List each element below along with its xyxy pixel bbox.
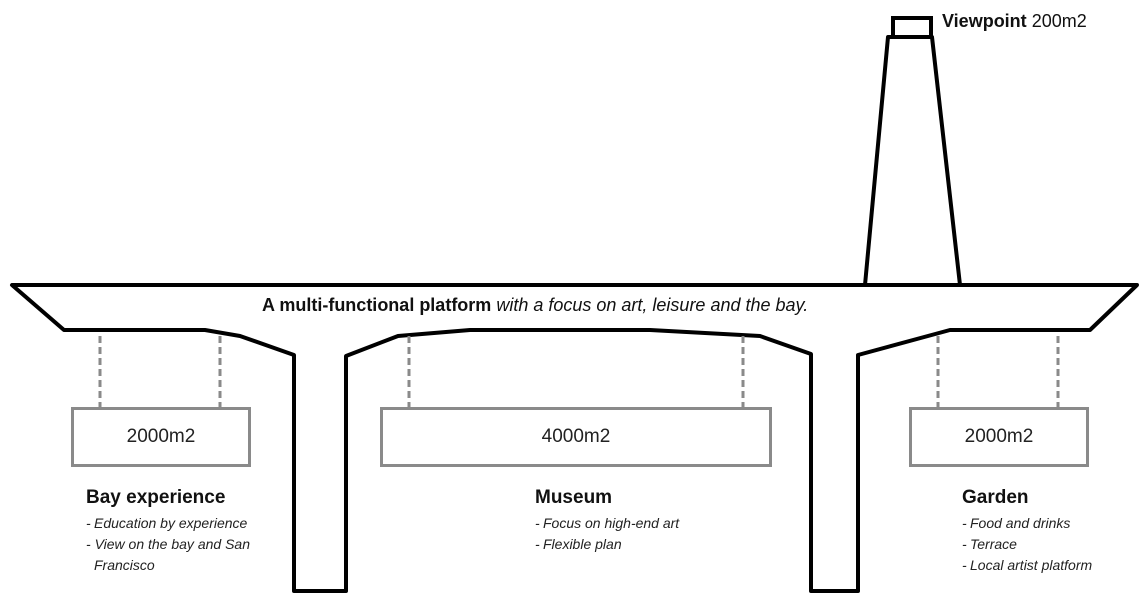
list-item: -Local artist platform (962, 557, 1093, 573)
list-item: -Terrace (962, 536, 1017, 552)
platform-title: A multi-functional platform with a focus… (262, 295, 808, 316)
platform-title-italic: with a focus on art, leisure and the bay… (496, 295, 809, 315)
list-item: -Flexible plan (535, 536, 622, 552)
garden-area-box: 2000m2 (909, 407, 1089, 467)
museum-area-box: 4000m2 (380, 407, 772, 467)
list-item: -Focus on high-end art (535, 515, 680, 531)
museum-area: 4000m2 (541, 426, 611, 447)
viewpoint-area: 200m2 (1031, 11, 1087, 31)
list-item: -Education by experience (86, 515, 248, 531)
museum-description: Museum -Focus on high-end art -Flexible … (535, 487, 735, 555)
viewpoint-tower (863, 35, 962, 287)
garden-description: Garden -Food and drinks -Terrace -Local … (962, 487, 1132, 576)
viewpoint-label: Viewpoint 200m2 (942, 11, 1087, 32)
bay-experience-title: Bay experience (86, 487, 226, 508)
list-item: -Food and drinks (962, 515, 1071, 531)
museum-title: Museum (535, 487, 613, 508)
platform-title-bold: A multi-functional platform (262, 295, 492, 315)
viewpoint-cabin (891, 16, 933, 39)
platform-deck (10, 283, 1139, 593)
bay-experience-area-box: 2000m2 (71, 407, 251, 467)
list-item: - View on the bay and San Francisco (86, 536, 250, 573)
garden-area: 2000m2 (964, 426, 1034, 447)
garden-title: Garden (962, 487, 1029, 508)
viewpoint-name: Viewpoint (942, 11, 1027, 31)
bay-experience-area: 2000m2 (126, 426, 196, 447)
bay-experience-description: Bay experience -Education by experience … (86, 487, 286, 576)
